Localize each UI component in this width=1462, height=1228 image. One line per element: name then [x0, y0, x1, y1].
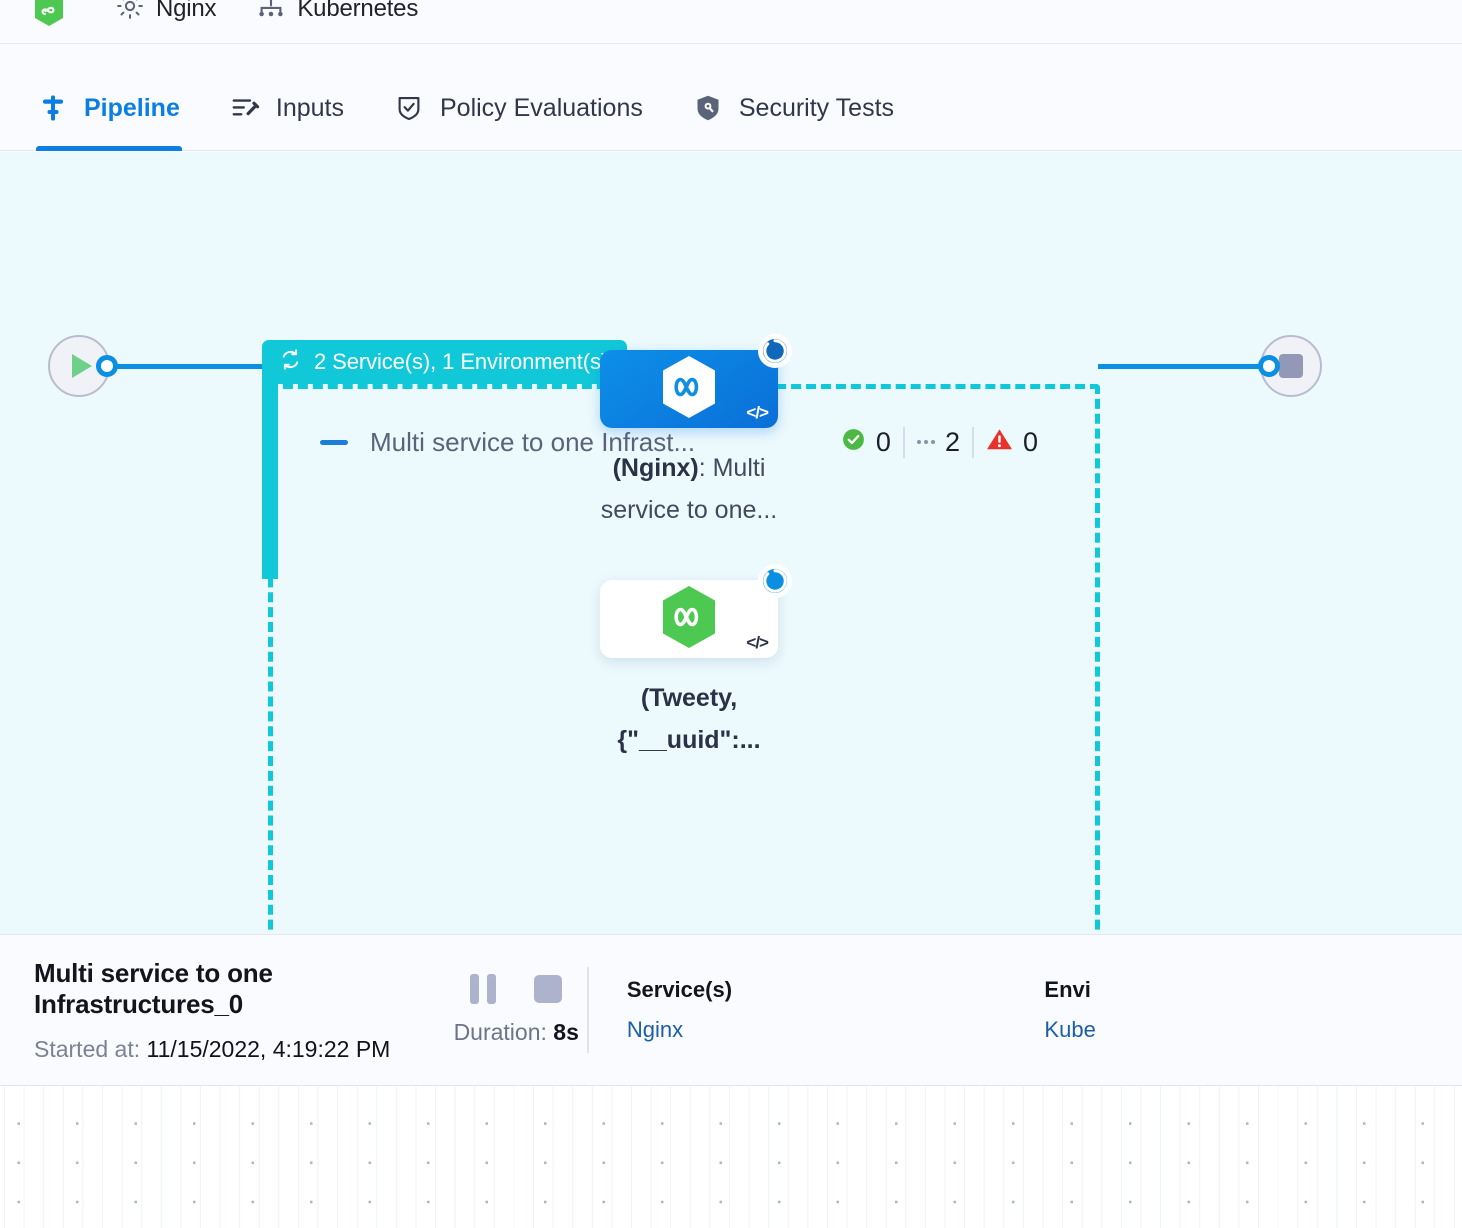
pipeline-icon: [38, 93, 68, 123]
inputs-magic-wand-icon: [230, 93, 260, 123]
harness-hexagon-logo-icon: [34, 0, 64, 26]
services-value-link[interactable]: Nginx: [626, 1017, 684, 1042]
execution-duration: Duration: 8s: [454, 1019, 579, 1046]
services-heading: Service(s): [626, 977, 733, 1002]
end-node-input-port[interactable]: [1258, 355, 1280, 377]
pipeline-end-node[interactable]: [1260, 335, 1322, 397]
tab-inputs[interactable]: Inputs: [228, 66, 346, 151]
counter-success-value: 0: [875, 426, 891, 457]
execution-duration-label: Duration:: [453, 1019, 547, 1045]
detail-services-column: Service(s) Nginx: [627, 977, 1045, 1043]
play-icon: [71, 354, 92, 378]
step-node-tweety[interactable]: </> (Tweety, {"__uuid":...: [600, 564, 805, 761]
log-canvas-grid-background: [0, 1086, 1462, 1228]
wire-group-to-end: [1098, 364, 1278, 369]
step-node-nginx[interactable]: </> (Nginx): Multi service to one...: [600, 334, 805, 531]
harness-hexagon-infinity-icon: [659, 354, 719, 425]
check-circle-icon: [841, 427, 866, 457]
step-label-tweety-bold: (Tweety,: [640, 684, 738, 712]
breadcrumb-item-environment[interactable]: Kubernetes: [256, 0, 418, 26]
counter-failed: 0: [974, 427, 1050, 458]
matrix-group-banner[interactable]: 2 Service(s), 1 Environment(s): [262, 340, 628, 384]
detail-environments-column: Envi Kube: [1044, 977, 1462, 1043]
policy-shield-check-icon: [394, 93, 424, 123]
tab-security-tests-label: Security Tests: [738, 93, 895, 122]
execution-title: Multi service to one Infrastructures_0: [34, 957, 273, 1019]
stage-title: Multi service to one Infrast...: [370, 426, 696, 457]
step-label-nginx-bold: (Nginx): [612, 454, 699, 482]
harness-hexagon-infinity-icon: [659, 584, 719, 655]
execution-started-label: Started at:: [34, 1035, 141, 1062]
step-label-nginx: (Nginx): Multi service to one...: [573, 447, 805, 531]
start-node-output-port[interactable]: [96, 355, 118, 377]
breadcrumb: Nginx Kubernetes: [0, 0, 1462, 44]
environments-heading: Envi: [1044, 977, 1091, 1002]
running-spinner-icon: [758, 334, 792, 368]
code-glyph-icon: </>: [746, 633, 769, 652]
running-dots-icon: [916, 440, 935, 444]
stage-header: Multi service to one Infrast... 0 2: [320, 420, 1050, 464]
tab-inputs-label: Inputs: [275, 93, 344, 122]
pipeline-canvas[interactable]: 2 Service(s), 1 Environment(s) Multi ser…: [0, 152, 1462, 934]
execution-duration-value: 8s: [553, 1019, 579, 1045]
breadcrumb-item-logo[interactable]: [34, 0, 75, 26]
matrix-group-left-band: [262, 377, 278, 579]
tab-policy-evaluations-label: Policy Evaluations: [439, 93, 643, 122]
tab-policy-evaluations[interactable]: Policy Evaluations: [392, 66, 645, 151]
breadcrumb-label-1: Nginx: [156, 0, 217, 22]
running-spinner-icon: [758, 564, 792, 598]
step-label-nginx-rest: : Multi service to one...: [600, 454, 778, 524]
security-shield-icon: [693, 93, 723, 123]
tab-security-tests[interactable]: Security Tests: [691, 66, 896, 151]
tab-pipeline[interactable]: Pipeline: [36, 66, 182, 151]
execution-started-at: Started at: 11/15/2022, 4:19:22 PM: [34, 1036, 445, 1063]
stop-icon[interactable]: [534, 975, 563, 1003]
loop-repeat-icon: [278, 347, 303, 377]
counter-running: 2: [905, 426, 974, 458]
tab-pipeline-label: Pipeline: [84, 93, 180, 122]
breadcrumb-item-service[interactable]: Nginx: [115, 0, 217, 26]
step-label-tweety: (Tweety, {"__uuid":...: [573, 677, 805, 761]
execution-started-value: 11/15/2022, 4:19:22 PM: [146, 1035, 391, 1062]
step-card-nginx[interactable]: </>: [600, 334, 792, 428]
infrastructure-icon: [256, 0, 286, 26]
execution-detail-panel: Multi service to one Infrastructures_0 S…: [0, 934, 1462, 1086]
breadcrumb-label-2: Kubernetes: [297, 0, 419, 22]
execution-control-buttons: [470, 974, 563, 1004]
gear-icon: [115, 0, 145, 26]
stage-status-counters: 0 2 0: [829, 426, 1050, 458]
matrix-group-banner-label: 2 Service(s), 1 Environment(s): [314, 349, 609, 374]
pause-icon[interactable]: [470, 974, 497, 1004]
execution-detail-main: Multi service to one Infrastructures_0 S…: [0, 958, 445, 1063]
counter-failed-value: 0: [1022, 426, 1038, 457]
environments-value-link[interactable]: Kube: [1044, 1017, 1096, 1042]
execution-controls: Duration: 8s: [445, 974, 587, 1046]
code-glyph-icon: </>: [746, 403, 769, 422]
counter-success: 0: [829, 426, 905, 458]
tab-bar: Pipeline Inputs Policy Evaluations: [0, 66, 1462, 151]
step-card-tweety[interactable]: </>: [600, 564, 792, 658]
stop-icon: [1279, 354, 1303, 378]
counter-running-value: 2: [944, 426, 960, 457]
wire-start-to-group: [110, 364, 280, 369]
warning-triangle-icon: [986, 427, 1013, 457]
step-label-tweety-rest: {"__uuid":...: [617, 726, 761, 754]
collapse-stage-icon[interactable]: [320, 439, 348, 445]
detail-divider: [587, 967, 589, 1053]
